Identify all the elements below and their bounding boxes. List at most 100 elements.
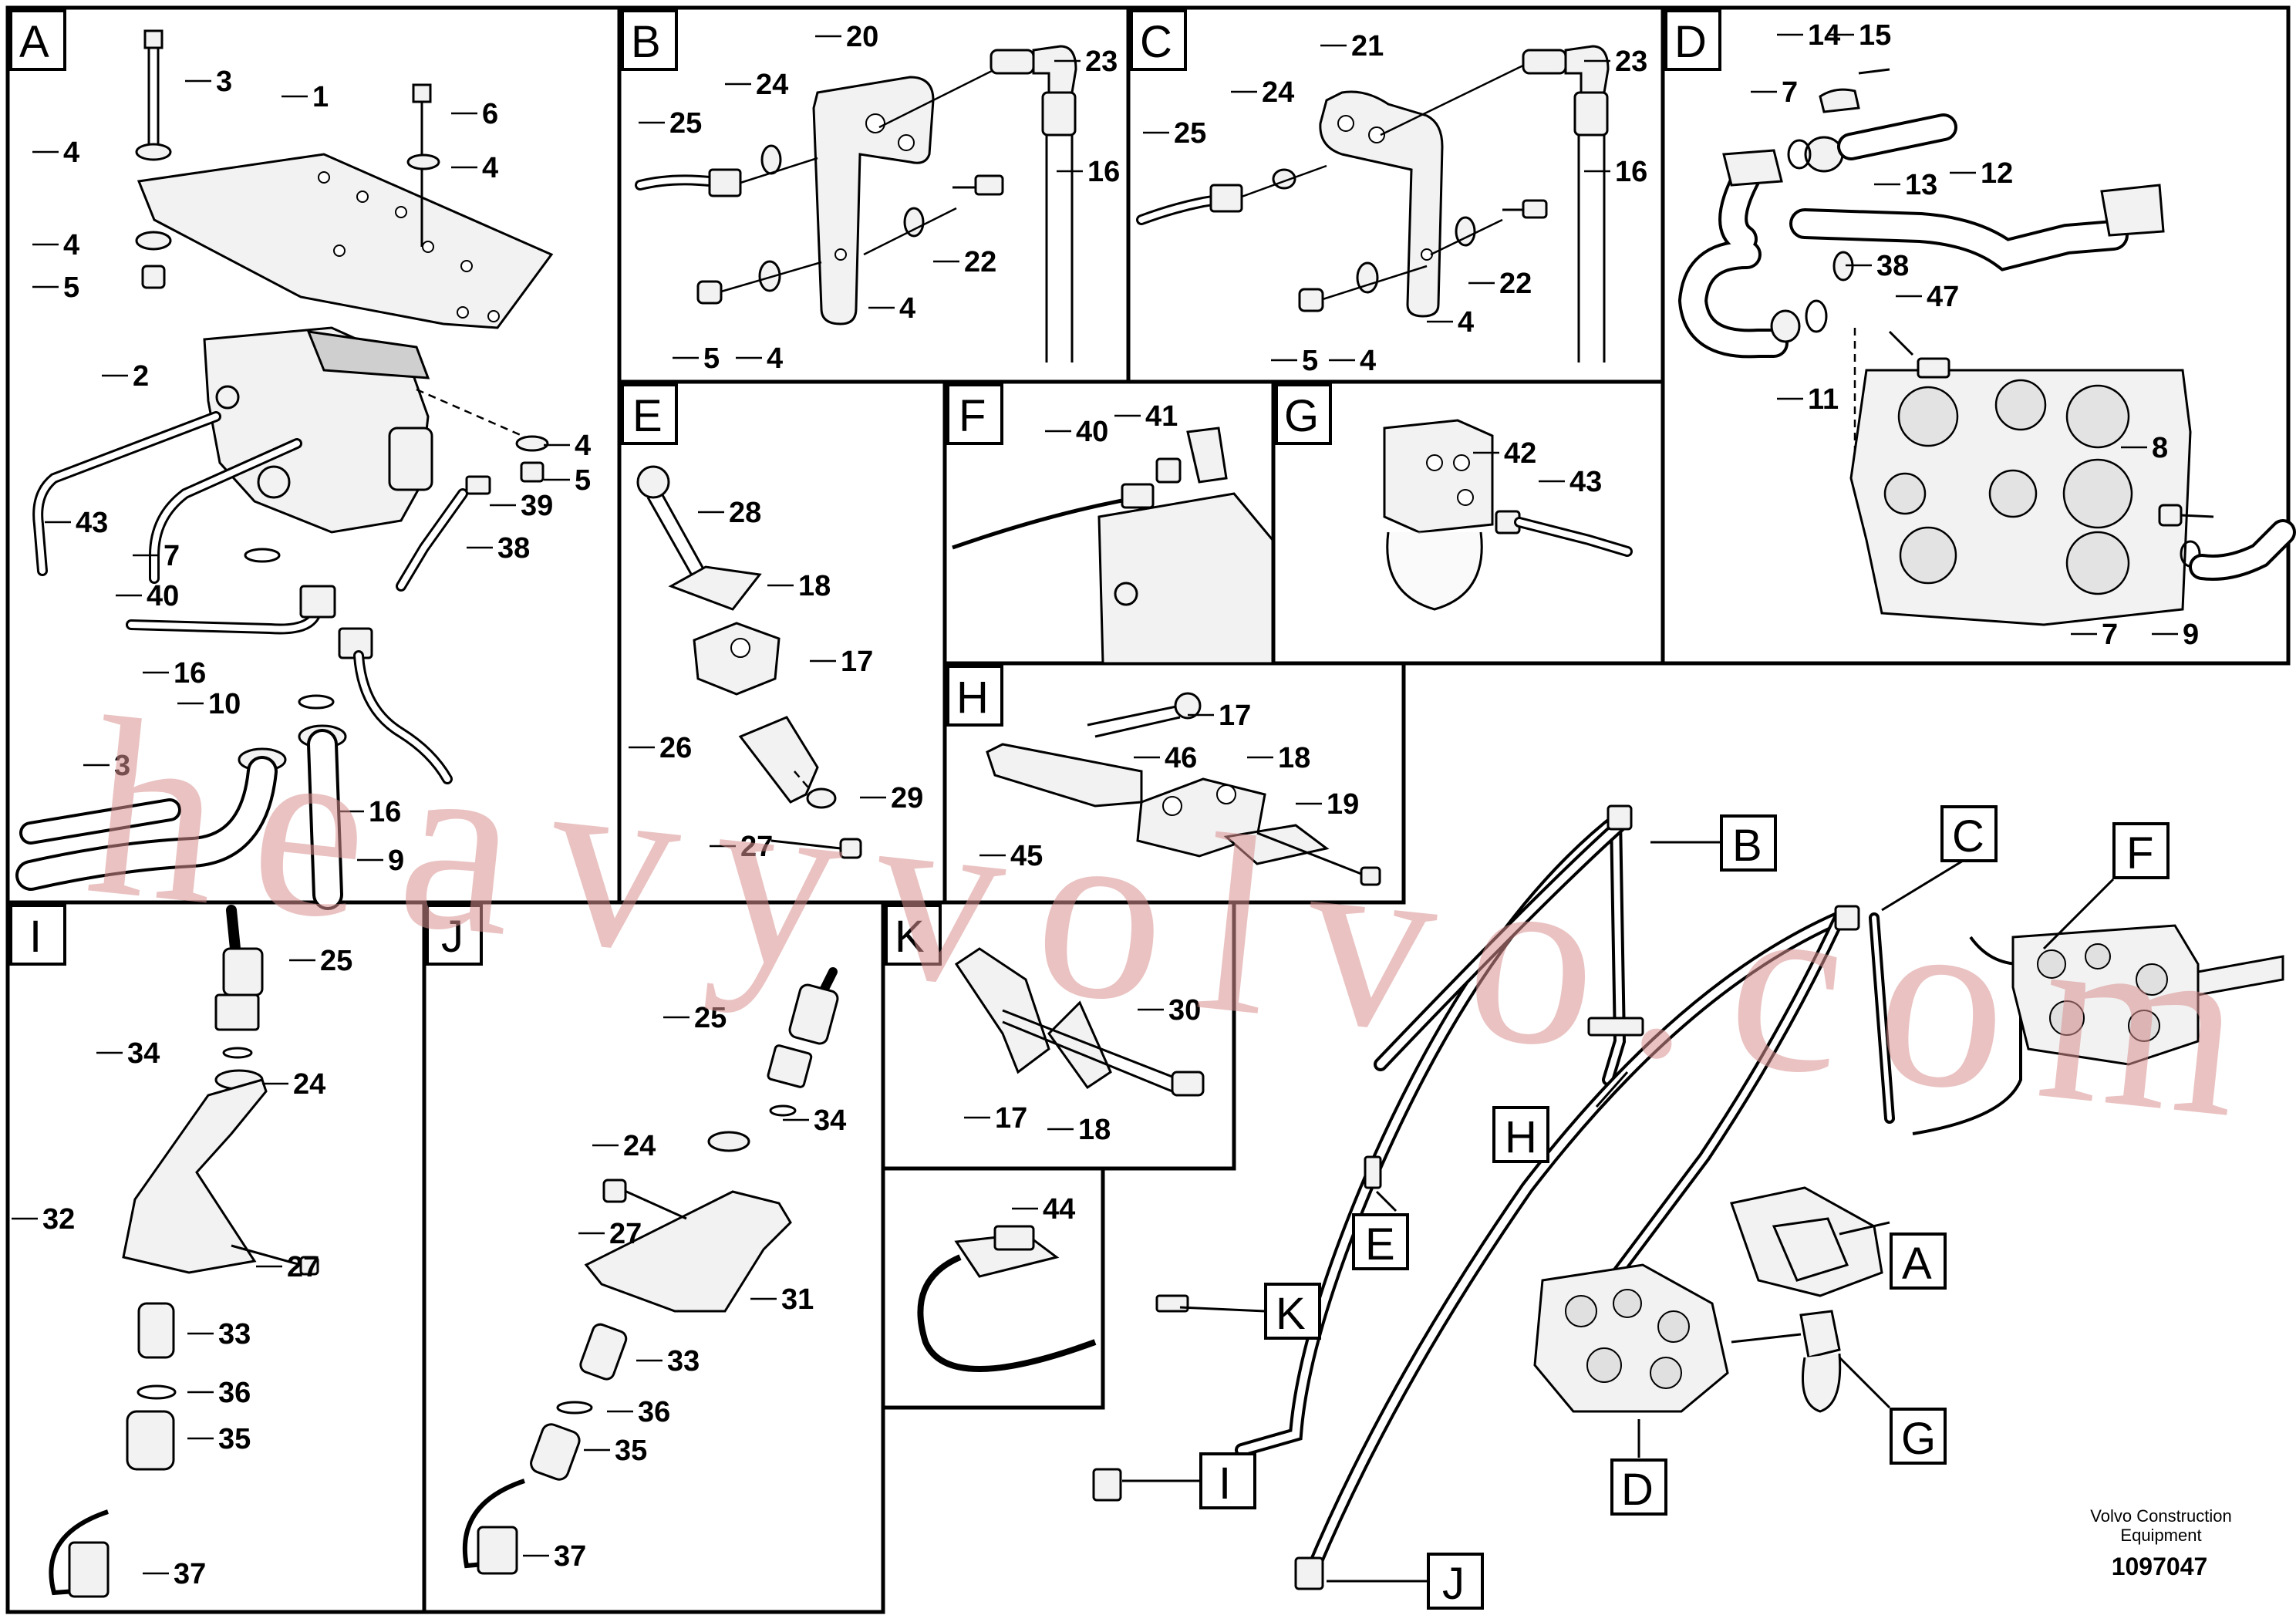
callout-j-27: 27 <box>609 1218 642 1250</box>
callout-j-33: 33 <box>667 1345 700 1378</box>
callout-a-39: 39 <box>521 490 553 522</box>
callout-c-23: 23 <box>1615 46 1647 78</box>
callout-a-43: 43 <box>76 507 108 539</box>
overview-arrows <box>1122 841 2115 1583</box>
callout-k-18: 18 <box>1078 1114 1111 1146</box>
callout-j-36: 36 <box>638 1396 670 1428</box>
overview-label-i: I <box>1219 1458 1231 1509</box>
callout-g-43: 43 <box>1569 466 1602 498</box>
callout-a-5: 5 <box>63 271 79 304</box>
callout-i-33: 33 <box>218 1318 251 1351</box>
callout-d-13: 13 <box>1905 169 1937 201</box>
callout-c-4b: 4 <box>1458 306 1474 339</box>
callout-a-4c: 4 <box>63 229 79 261</box>
overview-label-k: K <box>1276 1289 1306 1339</box>
overview-label-boxes: B C F H E A K G I D J <box>1199 805 2170 1610</box>
callout-a-40: 40 <box>147 580 179 612</box>
callout-a-3: 3 <box>216 66 232 98</box>
callout-b-23: 23 <box>1085 46 1118 78</box>
callout-i-36: 36 <box>218 1377 251 1409</box>
callout-b-22: 22 <box>964 246 996 278</box>
callout-h-46: 46 <box>1165 742 1197 774</box>
callout-d-11: 11 <box>1808 383 1839 416</box>
panel-d-letter: D <box>1674 17 1707 67</box>
callout-b-5: 5 <box>703 342 720 375</box>
overview-label-j: J <box>1442 1559 1465 1609</box>
callout-h-45: 45 <box>1010 840 1043 872</box>
panel-k-drawing <box>954 947 1205 1097</box>
callout-c-22: 22 <box>1499 268 1532 300</box>
callout-c-5: 5 <box>1302 345 1318 377</box>
callout-k-17: 17 <box>995 1102 1027 1135</box>
callout-h-18: 18 <box>1278 742 1310 774</box>
panel-i-drawing <box>49 905 319 1598</box>
panel-a-drawing <box>15 29 554 910</box>
panel-e-letter: E <box>632 391 663 441</box>
callout-b-16: 16 <box>1087 156 1120 188</box>
overview-label-e: E <box>1365 1219 1395 1270</box>
callout-h-17: 17 <box>1219 700 1251 732</box>
panel-c-letter: C <box>1140 17 1172 67</box>
panel-a-letter: A <box>19 17 49 67</box>
callout-b-4a: 4 <box>767 342 783 375</box>
panel-k-letter: K <box>895 912 925 962</box>
panel-j-drawing <box>462 967 839 1575</box>
footer: Volvo Construction Equipment 1097047 <box>2090 1506 2231 1580</box>
callout-i-24: 24 <box>293 1068 325 1101</box>
callout-b-24: 24 <box>756 69 788 101</box>
callout-d-7b: 7 <box>2102 619 2118 651</box>
callout-a-6: 6 <box>482 98 498 130</box>
callout-d-12: 12 <box>1981 157 2013 190</box>
callout-a-2: 2 <box>133 360 149 393</box>
accumulator-block <box>1383 419 1494 534</box>
callout-a-10: 10 <box>208 688 241 720</box>
callout-j-24: 24 <box>623 1130 656 1162</box>
callout-a-16a: 16 <box>174 657 206 690</box>
panel-h-letter: H <box>956 673 989 723</box>
callout-g-42: 42 <box>1504 437 1536 470</box>
panel-d-drawing <box>1677 68 2296 626</box>
overview-label-f: F <box>2126 828 2153 878</box>
panel-c-drawing <box>1136 45 1610 363</box>
panel-j-letter: J <box>441 912 464 962</box>
overview-label-a: A <box>1902 1239 1932 1289</box>
overview-label-h: H <box>1505 1112 1537 1162</box>
callout-e-17: 17 <box>841 646 873 678</box>
callout-h-19: 19 <box>1327 788 1359 821</box>
mounting-plate <box>137 153 554 329</box>
callout-e-26: 26 <box>659 732 692 764</box>
callout-d-15: 15 <box>1859 19 1891 52</box>
bracket-32 <box>122 1078 268 1274</box>
callout-f-40: 40 <box>1076 416 1108 448</box>
callout-a-5b: 5 <box>575 464 591 497</box>
callout-i-32: 32 <box>42 1203 75 1236</box>
panel-i-letter: I <box>29 912 42 962</box>
bracket-31 <box>584 1190 792 1313</box>
callout-e-27: 27 <box>740 831 773 863</box>
callout-d-9: 9 <box>2183 619 2199 651</box>
panel-clip-drawing <box>917 1225 1097 1372</box>
callout-a-9: 9 <box>388 845 404 877</box>
callout-b-20: 20 <box>846 21 878 53</box>
brand-line-1: Volvo Construction <box>2090 1506 2231 1526</box>
callout-i-27: 27 <box>287 1251 319 1283</box>
callout-a-4b: 4 <box>482 152 498 184</box>
callout-e-29: 29 <box>891 782 923 814</box>
callout-e-18: 18 <box>798 570 831 602</box>
callout-k-30: 30 <box>1168 994 1201 1027</box>
callout-c-21: 21 <box>1351 30 1384 62</box>
callout-i-37: 37 <box>174 1558 206 1590</box>
callout-numbers: 3 1 6 4 4 4 5 2 4 5 43 39 7 38 40 16 10 … <box>42 19 2199 1590</box>
callout-a-4a: 4 <box>63 137 79 169</box>
callout-clip-44: 44 <box>1043 1193 1075 1226</box>
callout-c-4a: 4 <box>1360 345 1376 377</box>
overview-label-b: B <box>1732 821 1762 871</box>
panel-g-letter: G <box>1284 391 1319 441</box>
callout-d-38: 38 <box>1876 250 1909 282</box>
callout-a-16b: 16 <box>369 796 401 828</box>
callout-a-3b: 3 <box>114 750 130 782</box>
brand-line-2: Equipment <box>2120 1526 2201 1545</box>
panel-f-letter: F <box>959 391 986 441</box>
panel-e-drawing <box>636 465 862 859</box>
callout-j-37: 37 <box>554 1540 586 1573</box>
